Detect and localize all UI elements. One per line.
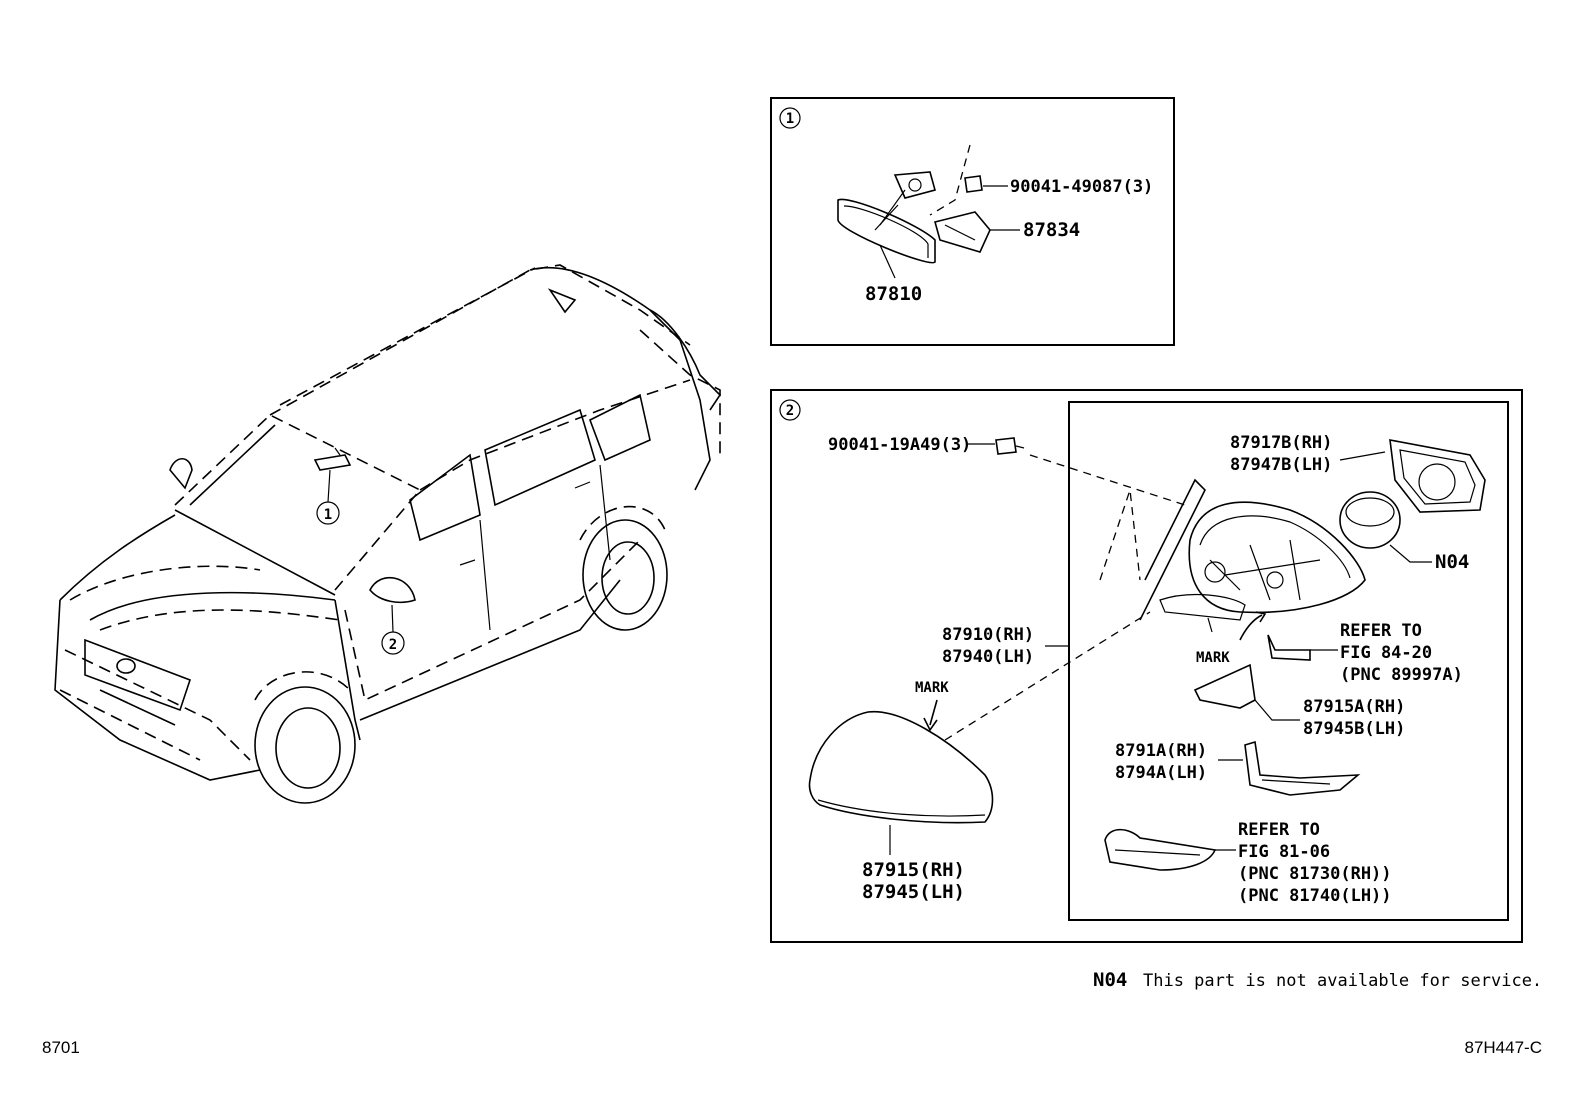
n04-label[interactable]: N04 [1435, 551, 1469, 573]
bracket-part-label[interactable]: 87834 [1023, 219, 1080, 241]
bolt-shape [964, 175, 983, 193]
harness-shape [1267, 634, 1311, 661]
refer1-line2[interactable]: FIG 84-20 [1340, 643, 1432, 663]
glass-lh-label[interactable]: 87947B(LH) [1230, 455, 1332, 475]
assy-rh-label[interactable]: 87910(RH) [942, 625, 1034, 645]
vehicle-outline [54, 264, 722, 804]
refer2-line1: REFER TO [1238, 820, 1320, 840]
refer1-line3: (PNC 89997A) [1340, 665, 1463, 685]
cover-lh-label[interactable]: 87945(LH) [862, 881, 965, 903]
turn-lamp-shape [1244, 740, 1361, 796]
cover-rh-label[interactable]: 87915(RH) [862, 859, 965, 881]
bolt-part-label[interactable]: 90041-49087(3) [1010, 177, 1153, 197]
lamp-lh-label[interactable]: 8794A(LH) [1115, 763, 1207, 783]
inset-2-subframe [1068, 401, 1509, 921]
bracket-shape [934, 211, 991, 253]
refer2-line4: (PNC 81740(LH)) [1238, 886, 1392, 906]
mark-arrow-cover [929, 699, 938, 726]
inset-1-frame [770, 97, 1175, 346]
callout-1-text: 1 [324, 507, 332, 523]
inset-2-frame [770, 389, 1523, 943]
refer2-line3: (PNC 81730(RH)) [1238, 864, 1392, 884]
screw-shape [995, 437, 1017, 455]
mark-arrow-upper [1239, 614, 1263, 641]
glass-rh-label[interactable]: 87917B(RH) [1230, 433, 1332, 453]
turn-signal-shape [1104, 828, 1217, 871]
note-code: N04 [1093, 969, 1127, 991]
screw-part-label[interactable]: 90041-19A49(3) [828, 435, 971, 455]
inset-1-inner-mirror: 1 90041-49087(3) 87834 87810 [770, 97, 1175, 346]
mirror-part-label[interactable]: 87810 [865, 283, 922, 305]
refer2-line2[interactable]: FIG 81-06 [1238, 842, 1330, 862]
footer-illustration-code: 87H447-C [1465, 1038, 1543, 1057]
inset-2-outer-mirror: 2 90041-19A49(3) [770, 389, 1523, 943]
cover-a-lh-label[interactable]: 87945B(LH) [1303, 719, 1405, 739]
callout-2-text: 2 [389, 637, 397, 653]
mirror-housing-shape [1099, 478, 1366, 633]
refer1-line1: REFER TO [1340, 621, 1422, 641]
mirror-cover-shape [808, 710, 994, 824]
assy-lh-label[interactable]: 87940(LH) [942, 647, 1034, 667]
motor-shape [1339, 491, 1401, 549]
mark-upper-label: MARK [1196, 650, 1230, 666]
inset-2-callout: 2 [786, 403, 794, 419]
cover-a-rh-label[interactable]: 87915A(RH) [1303, 697, 1405, 717]
inner-mirror-shape [837, 171, 936, 264]
inset-1-callout: 1 [786, 111, 794, 127]
footer-fig-number: 8701 [42, 1038, 80, 1057]
callout-2[interactable]: 2 [381, 631, 405, 655]
note-text: This part is not available for service. [1143, 971, 1542, 991]
callout-1[interactable]: 1 [316, 501, 340, 525]
lamp-rh-label[interactable]: 8791A(RH) [1115, 741, 1207, 761]
mirror-glass-shape [1389, 439, 1486, 513]
mark-cover-label: MARK [915, 680, 949, 696]
under-cover-shape [1193, 663, 1256, 709]
